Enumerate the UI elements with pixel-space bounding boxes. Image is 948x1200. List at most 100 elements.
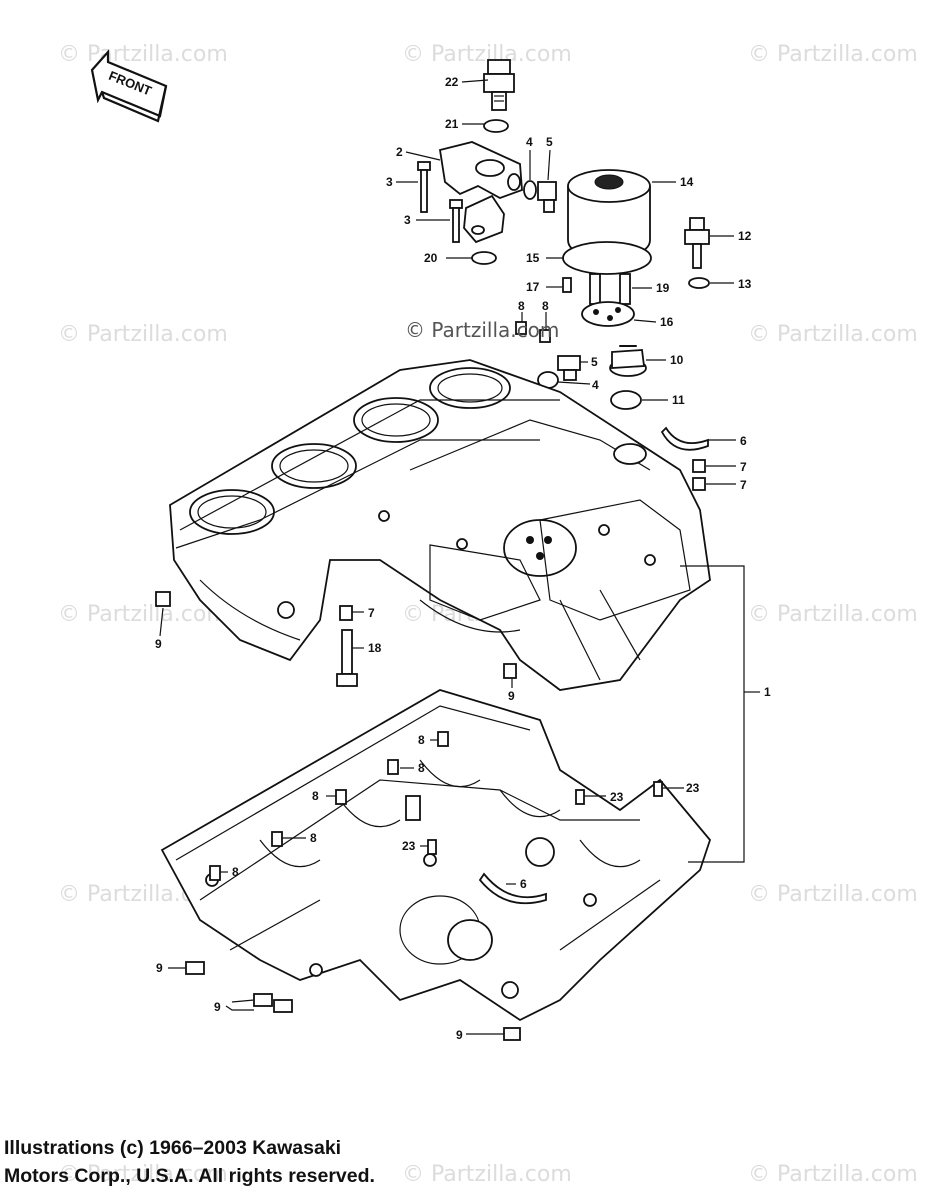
bearing-insert [478, 872, 547, 905]
dowel [271, 831, 283, 847]
callout-9: 9 [155, 637, 162, 651]
dowel [155, 591, 171, 607]
dowel [692, 459, 706, 473]
dowel-pin [515, 321, 527, 335]
callout-23: 23 [402, 839, 416, 853]
o-ring [471, 251, 497, 265]
callout-9: 9 [214, 1000, 221, 1014]
crankcase-bolt [336, 629, 358, 687]
dowel [387, 759, 399, 775]
upper-crankcase [169, 359, 711, 691]
watermark: © Partzilla.com [748, 42, 918, 67]
callout-21: 21 [445, 117, 459, 131]
callout-9: 9 [156, 961, 163, 975]
callout-15: 15 [526, 251, 540, 265]
pin [575, 789, 585, 805]
dowel [273, 999, 293, 1013]
watermark: © Partzilla.com [58, 1162, 228, 1187]
callout-20: 20 [424, 251, 438, 265]
callout-8: 8 [418, 761, 425, 775]
callout-23: 23 [610, 790, 624, 804]
callout-8: 8 [310, 831, 317, 845]
callout-labels: 22 21 2 3 3 4 5 14 12 13 20 15 17 19 8 8… [155, 75, 771, 1042]
dowel-pin [539, 329, 551, 343]
callout-5: 5 [591, 355, 598, 369]
bolt [449, 199, 463, 243]
watermark: © Partzilla.com [748, 602, 918, 627]
dowel [503, 663, 517, 679]
front-arrow-icon: FRONT [90, 49, 168, 123]
dowel [692, 477, 706, 491]
callout-9: 9 [508, 689, 515, 703]
leader-lines [159, 79, 760, 1035]
callout-22: 22 [445, 75, 459, 89]
callout-8: 8 [312, 789, 319, 803]
dowel [503, 1027, 521, 1041]
watermark: © Partzilla.com [58, 602, 228, 627]
dowel [339, 605, 353, 621]
drain-plug [557, 355, 581, 381]
dowel [253, 993, 273, 1007]
callout-16: 16 [660, 315, 674, 329]
o-ring [688, 277, 710, 289]
callout-6: 6 [520, 877, 527, 891]
filter-mount [581, 273, 635, 327]
filter-bolt [562, 277, 572, 293]
callout-8: 8 [418, 733, 425, 747]
watermark: © Partzilla.com [748, 1162, 918, 1187]
filter-gasket [562, 241, 652, 275]
watermark-center: © Partzilla.com [405, 318, 560, 342]
callout-5: 5 [546, 135, 553, 149]
tube [405, 795, 421, 821]
pin [427, 839, 437, 855]
watermark: © Partzilla.com [402, 42, 572, 67]
relief-valve [684, 217, 710, 269]
callout-7: 7 [740, 460, 747, 474]
o-ring [610, 390, 642, 410]
o-ring [483, 119, 509, 133]
copyright-line-2: Motors Corp., U.S.A. All rights reserved… [4, 1165, 375, 1187]
callout-4: 4 [526, 135, 533, 149]
callout-12: 12 [738, 229, 752, 243]
callout-3: 3 [404, 213, 411, 227]
oil-filter [567, 169, 651, 259]
copyright-line-1: Illustrations (c) 1966–2003 Kawasaki [4, 1137, 342, 1159]
oil-pressure-switch [483, 59, 515, 111]
callout-19: 19 [656, 281, 670, 295]
washer [523, 180, 537, 200]
callout-14: 14 [680, 175, 694, 189]
callout-8: 8 [518, 299, 525, 313]
lower-crankcase [160, 689, 712, 1022]
callout-18: 18 [368, 641, 382, 655]
bearing-insert [660, 426, 709, 451]
callout-4: 4 [592, 378, 599, 392]
callout-8: 8 [232, 865, 239, 879]
watermark: © Partzilla.com [748, 322, 918, 347]
watermark: © Partzilla.com [58, 42, 228, 67]
bolt [417, 161, 431, 213]
callout-17: 17 [526, 280, 540, 294]
callout-10: 10 [670, 353, 684, 367]
watermark: © Partzilla.com [402, 1162, 572, 1187]
oil-passage-bracket [438, 141, 523, 244]
banjo-bolt [537, 181, 557, 213]
dowel [335, 789, 347, 805]
dowel [437, 731, 449, 747]
callout-7: 7 [368, 606, 375, 620]
callout-13: 13 [738, 277, 752, 291]
callout-23: 23 [686, 781, 700, 795]
callout-1: 1 [764, 685, 771, 699]
watermark: © Partzilla.com [748, 882, 918, 907]
pin [653, 781, 663, 797]
callout-11: 11 [672, 393, 685, 407]
callout-9: 9 [456, 1028, 463, 1042]
dowel [185, 961, 205, 975]
copyright-notice: Illustrations (c) 1966–2003 Kawasaki Mot… [4, 1134, 375, 1190]
dowel [209, 865, 221, 881]
callout-8: 8 [542, 299, 549, 313]
callout-2: 2 [396, 145, 403, 159]
watermark: © Partzilla.com [58, 322, 228, 347]
callout-7: 7 [740, 478, 747, 492]
callout-3: 3 [386, 175, 393, 189]
